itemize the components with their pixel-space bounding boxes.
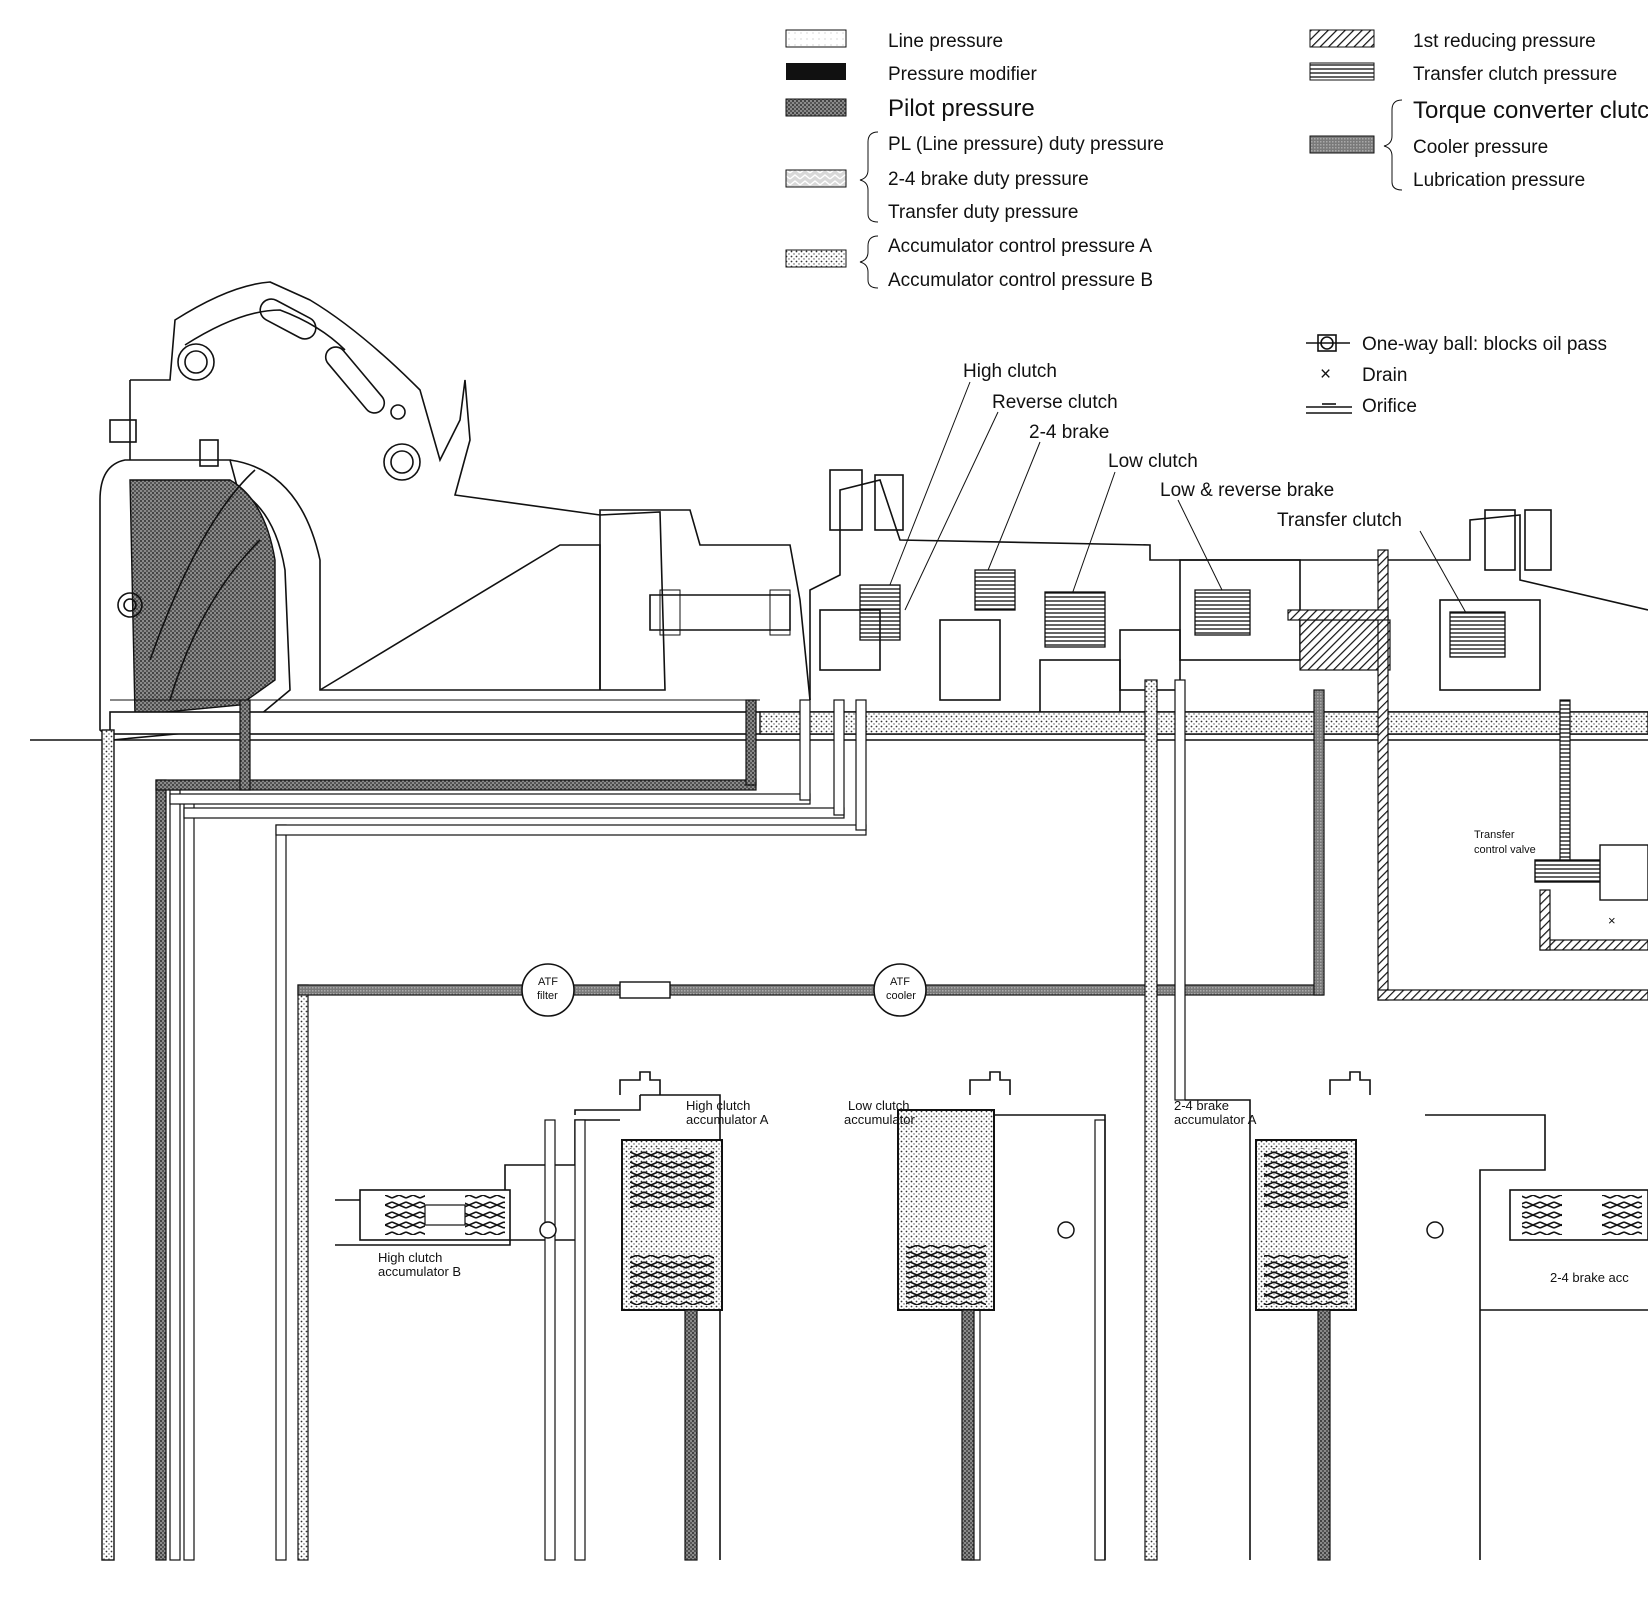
label-24-brake-acc-b: 2-4 brake acc (1550, 1270, 1629, 1285)
legend: Line pressure Pressure modifier Pilot pr… (785, 29, 1648, 417)
legend-accum-a: Accumulator control pressure A (888, 236, 1152, 257)
label-low-clutch: Low clutch (1108, 451, 1198, 472)
legend-24-brake-duty: 2-4 brake duty pressure (888, 169, 1089, 190)
label-low-clutch-acc-1: Low clutch (848, 1098, 909, 1113)
accumulator-24-brake-a (1255, 1071, 1371, 1561)
swatch-duty-pressure (785, 169, 847, 188)
accumulator-24-brake-b (1509, 1189, 1648, 1241)
atf-cooler-text-2: cooler (886, 990, 916, 1002)
brace-tcc (1383, 99, 1403, 191)
atf-filter: ATF filter (521, 963, 575, 1017)
one-way-ball-icon (1306, 334, 1350, 352)
legend-line-pressure: Line pressure (888, 31, 1003, 52)
atf-cooler-text-1: ATF (890, 976, 910, 988)
legend-pl-duty: PL (Line pressure) duty pressure (888, 134, 1164, 155)
swatch-pressure-modifier (786, 63, 846, 80)
label-low-reverse-brake: Low & reverse brake (1160, 480, 1334, 501)
legend-transfer-duty: Transfer duty pressure (888, 202, 1078, 223)
accumulator-low-clutch (897, 1071, 1011, 1561)
atf-cooler: ATF cooler (873, 963, 927, 1017)
check-balls (539, 1221, 1444, 1239)
one-way-ball-icon (619, 981, 671, 999)
accumulator-high-clutch-a (619, 1071, 723, 1561)
legend-pilot-pressure: Pilot pressure (888, 95, 1035, 122)
brace-accumulator (859, 235, 879, 289)
label-high-clutch-acc-b-2: accumulator B (378, 1264, 461, 1279)
legend-pressure-modifier: Pressure modifier (888, 64, 1038, 85)
legend-lubrication: Lubrication pressure (1413, 170, 1585, 191)
swatch-tcc (1309, 135, 1375, 154)
legend-drain: Drain (1362, 365, 1407, 386)
transfer-control-valve: × (1534, 844, 1648, 928)
component-labels: High clutch Reverse clutch 2-4 brake Low… (879, 361, 1471, 621)
swatch-line-pressure (785, 29, 847, 48)
legend-one-way-ball: One-way ball: blocks oil pass (1362, 334, 1607, 355)
legend-cooler: Cooler pressure (1413, 137, 1548, 158)
legend-transfer-clutch: Transfer clutch pressure (1413, 64, 1617, 85)
label-transfer-control-2: control valve (1474, 844, 1536, 856)
label-low-clutch-acc-2: accumulator (844, 1112, 915, 1127)
swatch-1st-reducing (1309, 29, 1375, 48)
accumulator-high-clutch-b (359, 1189, 511, 1241)
oil-passages: × Transfer control valve ATF filter ATF … (101, 549, 1648, 1561)
label-high-clutch-acc-a-2: accumulator A (686, 1112, 769, 1127)
label-24-brake-acc-a-1: 2-4 brake (1174, 1098, 1229, 1113)
legend-accum-b: Accumulator control pressure B (888, 270, 1153, 291)
atf-filter-text-1: ATF (538, 976, 558, 988)
brace-duty (859, 131, 879, 223)
drain-icon: × (1320, 364, 1331, 385)
legend-orifice: Orifice (1362, 396, 1417, 417)
label-transfer-control-1: Transfer (1474, 829, 1515, 841)
label-high-clutch-acc-b-1: High clutch (378, 1250, 442, 1265)
swatch-pilot-pressure (785, 98, 847, 117)
label-high-clutch: High clutch (963, 361, 1057, 382)
swatch-transfer-clutch (1309, 62, 1375, 81)
atf-filter-text-2: filter (537, 990, 558, 1002)
label-high-clutch-acc-a-1: High clutch (686, 1098, 750, 1113)
drain-icon: × (1608, 913, 1616, 928)
legend-1st-reducing: 1st reducing pressure (1413, 31, 1596, 52)
label-reverse-clutch: Reverse clutch (992, 392, 1118, 413)
transmission-housing (30, 281, 1648, 741)
label-transfer-clutch: Transfer clutch (1277, 510, 1402, 531)
label-24-brake-acc-a-2: accumulator A (1174, 1112, 1257, 1127)
legend-torque-converter: Torque converter clutch (1413, 97, 1648, 124)
orifice-icon (1306, 403, 1352, 414)
label-24-brake: 2-4 brake (1029, 422, 1109, 443)
swatch-accumulator-pressure (785, 249, 847, 268)
